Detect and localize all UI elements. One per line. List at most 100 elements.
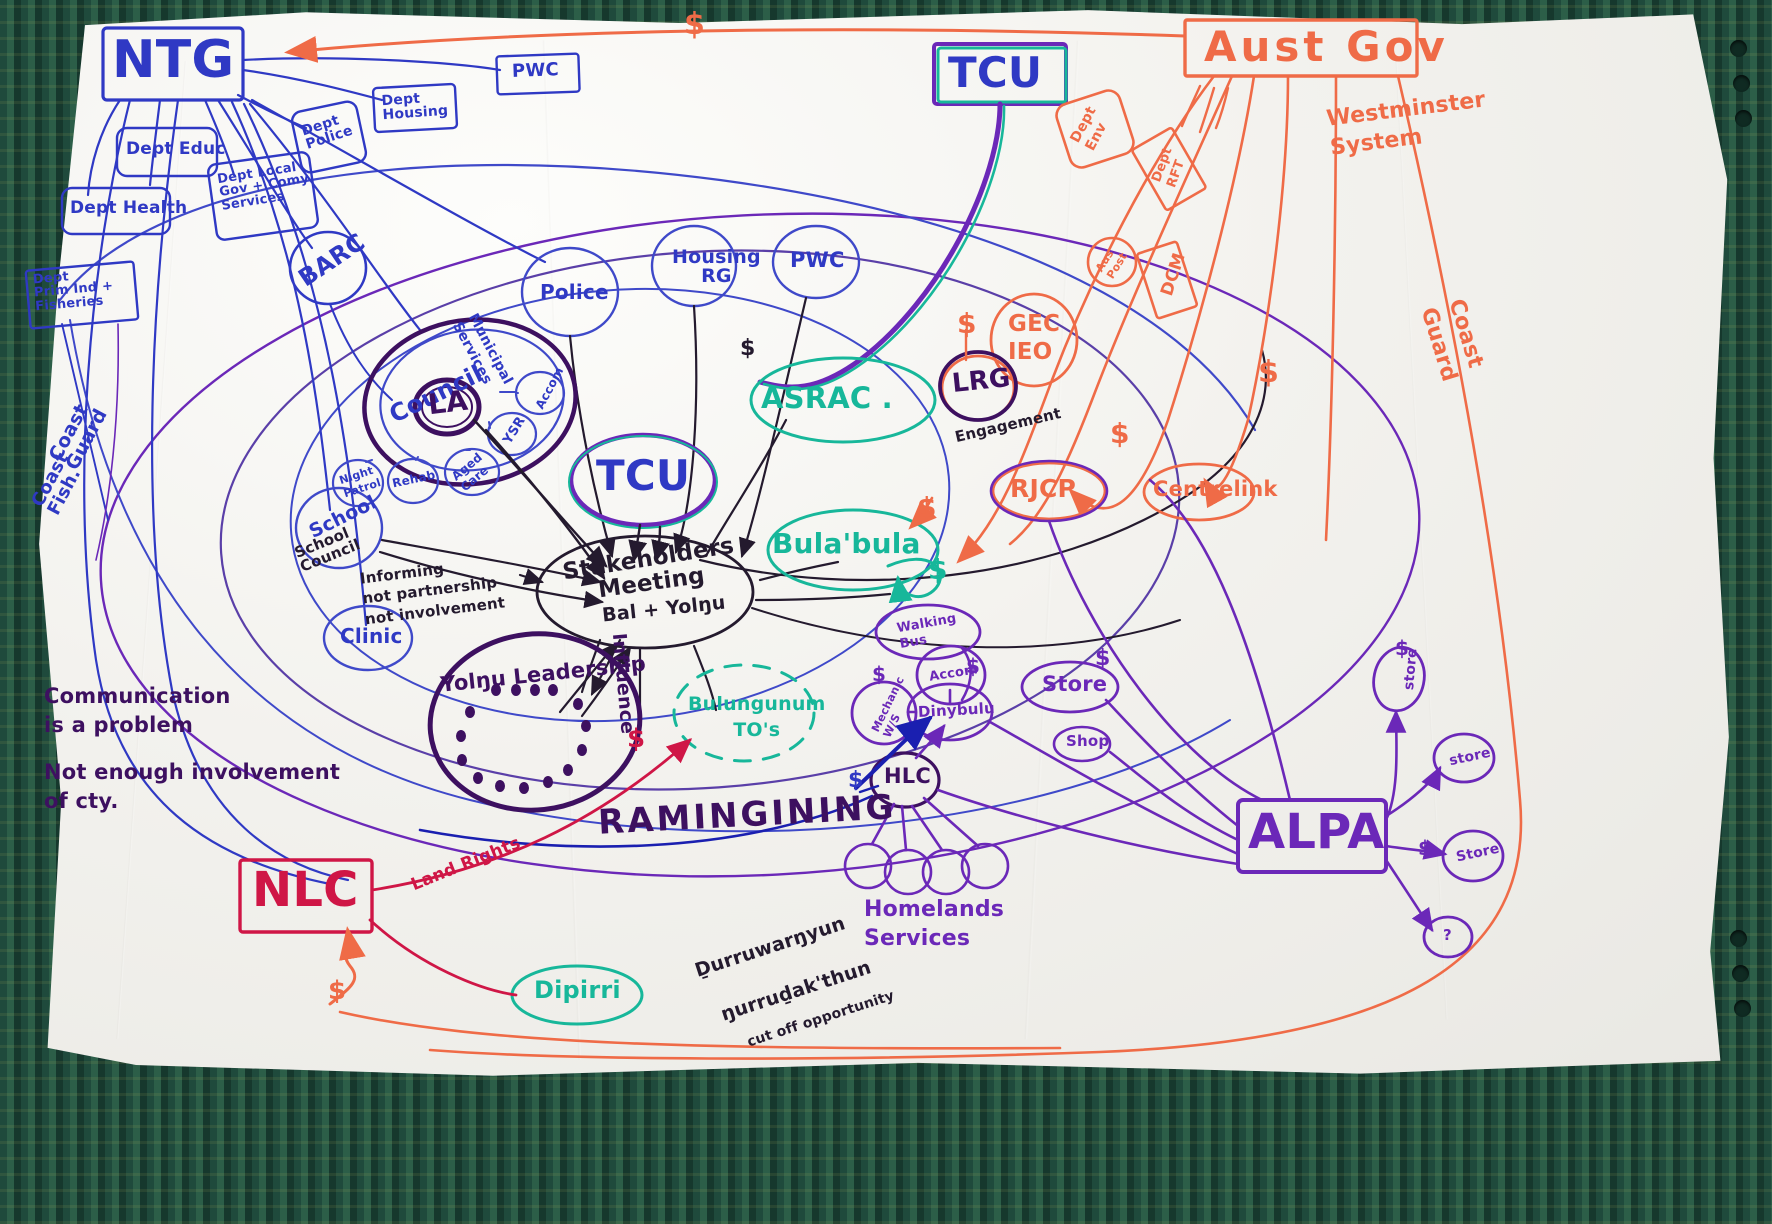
asrac-ellipse [749, 356, 937, 444]
walking-bus-ellipse [874, 603, 982, 661]
tcu-box-cable-teal [762, 104, 1006, 391]
blue-arrow-to-dinybulu [854, 715, 934, 790]
dept-housing-box [371, 82, 459, 134]
tcu-to-stakeholders-2 [651, 525, 670, 563]
stakeholder-spoke-right-2 [754, 592, 892, 602]
nlc-box [238, 858, 374, 934]
alpa-to-store [1104, 698, 1240, 828]
ntg-to-pwc [241, 57, 502, 72]
dept-rft-box [1131, 126, 1207, 212]
community-boundary-mid [219, 249, 1181, 791]
butcher-paper-sheet [39, 10, 1729, 1076]
alpa-up-curve [1148, 478, 1292, 802]
bulabula-money-loop [886, 557, 942, 604]
school-to-stakeholders-2 [378, 550, 605, 609]
rjcp-down-to-alpa [1047, 519, 1264, 802]
ntg-trunk-to-school [230, 100, 332, 512]
orange-bottom-sweep [338, 1010, 1062, 1050]
la-to-stakeholders-2 [484, 428, 606, 580]
austgov-fan-2 [1008, 74, 1234, 546]
dept-educ-box [115, 126, 219, 178]
austgov-fan-3 [1068, 74, 1256, 517]
barc-to-council [329, 303, 393, 401]
dept-prim-to-coastfish [95, 323, 120, 561]
community-boundary-blue-sweep [58, 163, 1257, 432]
bulungunum-dashed-ellipse [672, 663, 816, 763]
dept-health-box [60, 186, 172, 236]
tcu-box [932, 42, 1068, 106]
yolngu-leadership-dots [456, 684, 591, 794]
ntg-box [101, 26, 245, 102]
dept-police-box [290, 100, 368, 174]
tcu-bubble-teal [568, 435, 718, 529]
alpa-link-4 [1384, 858, 1434, 933]
ntg-to-educ [148, 98, 162, 187]
austgov-fan-6 [428, 74, 1523, 1060]
yolngu-to-stakeholder-1 [558, 642, 618, 714]
walkingbus-to-dinybulu [960, 646, 972, 702]
dipirri-ellipse [510, 964, 644, 1026]
pwc-ntg-box [495, 52, 581, 96]
community-boundary-outer [99, 212, 1421, 878]
alpa-link-2 [1384, 765, 1442, 818]
lrg-circle-purple [938, 350, 1018, 422]
stakeholder-spoke-right-1 [758, 560, 840, 582]
austgov-fan-4 [1203, 74, 1290, 509]
dept-env-box [1055, 89, 1135, 169]
housing-rg-circle [650, 224, 738, 308]
accom-council-circle [514, 370, 566, 416]
dcm-box [1136, 240, 1198, 320]
council-link-night [365, 459, 373, 463]
ntg-trunk-long-1 [83, 98, 332, 886]
austgov-short-ticks-3 [1214, 86, 1230, 130]
alpa-sat-3 [1441, 829, 1505, 883]
alpa-sat-4 [1422, 915, 1474, 959]
school-to-stakeholders [380, 538, 603, 587]
alpa-sat-1 [1372, 645, 1426, 713]
money-arrow-asrac [908, 496, 937, 530]
housing-to-stakeholders [673, 304, 698, 555]
alpa-box [1236, 798, 1388, 874]
council-link-ysr [488, 421, 491, 429]
austgov-fan-5 [1324, 74, 1338, 542]
aus-post-circle [1086, 236, 1138, 288]
tcu-to-stakeholders [628, 523, 648, 563]
yolngu-to-stakeholder-2 [580, 646, 632, 718]
hlc-ellipse [869, 751, 941, 809]
rjcp-ellipse-orange [991, 461, 1107, 521]
tcu-box-teal [936, 46, 1068, 104]
ntg-spoke-police-circle [250, 98, 547, 264]
aged-care-circle [443, 447, 501, 497]
rehab-circle [386, 457, 440, 505]
community-boundary-inner [289, 287, 951, 723]
alpa-to-shop [1108, 750, 1240, 842]
ntg-trunk-to-barc [216, 98, 314, 250]
dept-prim-ind-box [24, 260, 140, 330]
ysr-circle [486, 411, 538, 457]
austgov-to-ntg-money-line [284, 28, 1187, 63]
homeland-service-nodes [843, 796, 1010, 896]
council-link-rehab [415, 456, 419, 461]
blue-line-to-hlc [418, 794, 874, 848]
shop-ellipse [1052, 725, 1112, 763]
centrelink-ellipse [1142, 462, 1256, 522]
mechanic-ws-ellipse [850, 680, 918, 746]
pwc-circle [771, 224, 861, 300]
austgov-fan-1 [956, 74, 1216, 564]
alpa-to-hlc [936, 788, 1240, 866]
nlc-to-dipirri [368, 918, 518, 997]
clinic-circle [322, 604, 414, 672]
ntg-trunk-long-2 [151, 98, 350, 882]
store-ellipse [1020, 660, 1120, 714]
alpa-sat-2 [1432, 732, 1496, 784]
police-circle [520, 246, 620, 338]
gec-ieo-circle [989, 292, 1079, 388]
council-outer-ellipse [362, 317, 578, 487]
alpa-link-3 [1384, 839, 1448, 860]
yolngu-leadership-blob [427, 631, 643, 813]
ntg-to-health [86, 98, 122, 197]
community-boundary-blue-sweep-2 [69, 319, 1231, 833]
ntg-to-housing [241, 68, 384, 102]
police-to-stakeholders [568, 334, 616, 559]
